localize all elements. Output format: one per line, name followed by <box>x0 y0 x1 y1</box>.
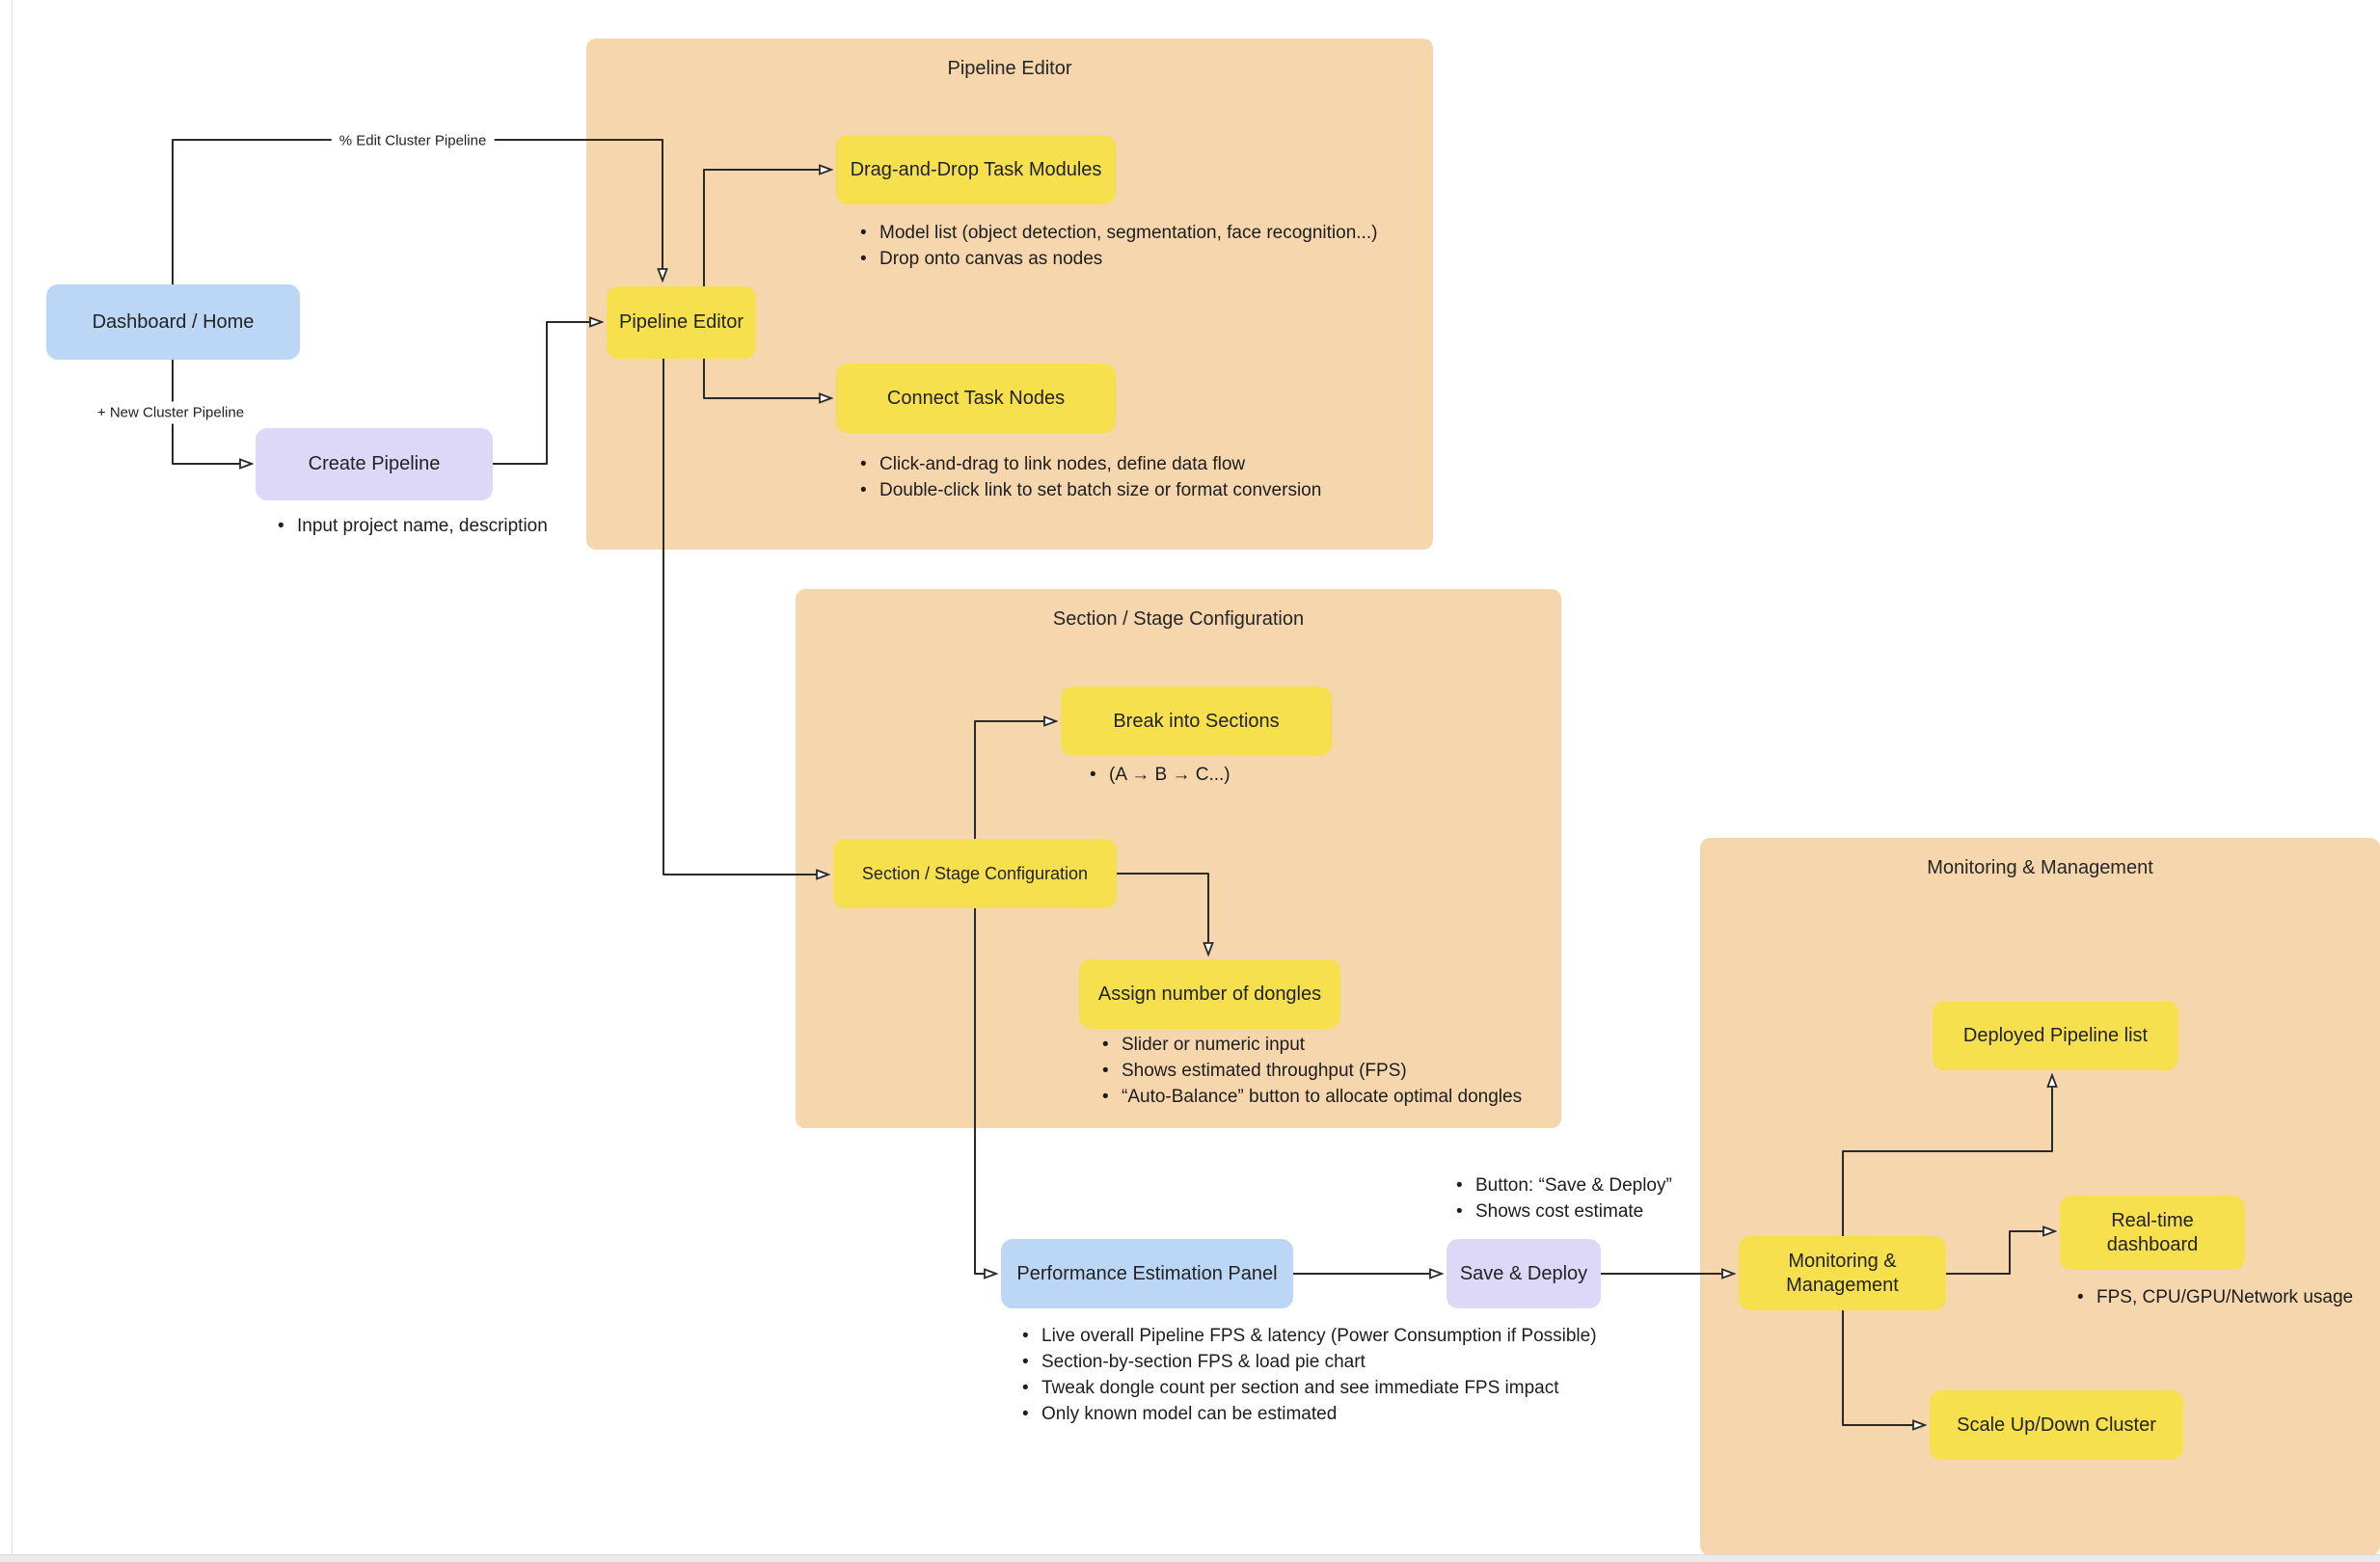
edge-section-config-to-assign-dongles <box>1117 873 1208 954</box>
node-deployed-pipeline-list[interactable]: Deployed Pipeline list <box>1933 1001 2178 1070</box>
notes-save-deploy: Button: “Save & Deploy” Shows cost estim… <box>1448 1172 1672 1225</box>
group-title-monitoring-management: Monitoring & Management <box>1927 857 2153 878</box>
notes-create-pipeline: Input project name, description <box>270 513 548 539</box>
note-item: “Auto-Balance” button to allocate optima… <box>1095 1084 1522 1110</box>
group-title-section-stage-configuration: Section / Stage Configuration <box>1052 608 1305 630</box>
node-performance-estimation-panel[interactable]: Performance Estimation Panel <box>1001 1239 1293 1308</box>
note-item: FPS, CPU/GPU/Network usage <box>2069 1284 2353 1310</box>
notes-connect-task-nodes: Click-and-drag to link nodes, define dat… <box>852 451 1321 503</box>
node-drag-and-drop-task-modules[interactable]: Drag-and-Drop Task Modules <box>836 135 1116 204</box>
edge-monitoring-to-deployed-list <box>1842 1076 2052 1236</box>
note-item: Shows cost estimate <box>1448 1198 1672 1225</box>
notes-break-into-sections: (A → B → C...) <box>1082 762 1231 788</box>
node-pipeline-editor[interactable]: Pipeline Editor <box>607 286 756 359</box>
node-monitoring-management[interactable]: Monitoring & Management <box>1739 1236 1946 1310</box>
note-item: Shows estimated throughput (FPS) <box>1095 1058 1522 1084</box>
note-item: Button: “Save & Deploy” <box>1448 1172 1672 1198</box>
node-real-time-dashboard[interactable]: Real-time dashboard <box>2060 1196 2245 1270</box>
edge-pipeline-editor-to-connect-nodes <box>703 359 830 398</box>
edge-dashboard-to-create-pipeline <box>172 360 251 464</box>
group-title-pipeline-editor: Pipeline Editor <box>947 58 1072 79</box>
edge-dashboard-to-pipeline-editor-top <box>172 139 663 284</box>
note-item: Model list (object detection, segmentati… <box>852 220 1377 246</box>
note-item: Only known model can be estimated <box>1014 1401 1597 1427</box>
notes-performance-estimation: Live overall Pipeline FPS & latency (Pow… <box>1014 1323 1597 1427</box>
note-item: (A → B → C...) <box>1082 762 1231 788</box>
node-save-and-deploy[interactable]: Save & Deploy <box>1447 1239 1601 1308</box>
notes-assign-dongles: Slider or numeric input Shows estimated … <box>1095 1032 1522 1110</box>
node-break-into-sections[interactable]: Break into Sections <box>1061 687 1332 756</box>
node-section-stage-configuration[interactable]: Section / Stage Configuration <box>833 839 1117 908</box>
node-assign-number-of-dongles[interactable]: Assign number of dongles <box>1079 959 1340 1029</box>
edge-section-config-to-perf-panel <box>974 908 995 1274</box>
note-item: Double-click link to set batch size or f… <box>852 477 1321 503</box>
note-item: Input project name, description <box>270 513 548 539</box>
node-create-pipeline[interactable]: Create Pipeline <box>256 428 493 500</box>
edge-section-config-to-break-sections <box>974 721 1055 839</box>
note-item: Tweak dongle count per section and see i… <box>1014 1375 1597 1401</box>
note-item: Live overall Pipeline FPS & latency (Pow… <box>1014 1323 1597 1349</box>
edge-monitoring-to-realtime-dashboard <box>1946 1231 2054 1275</box>
node-connect-task-nodes[interactable]: Connect Task Nodes <box>836 364 1116 433</box>
edge-pipeline-editor-to-drag-drop <box>703 170 830 286</box>
note-item: Section-by-section FPS & load pie chart <box>1014 1349 1597 1375</box>
note-item: Drop onto canvas as nodes <box>852 246 1377 272</box>
node-scale-up-down-cluster[interactable]: Scale Up/Down Cluster <box>1930 1390 2183 1460</box>
edge-label-edit-cluster-pipeline: % Edit Cluster Pipeline <box>331 129 495 152</box>
edge-monitoring-to-scale-cluster <box>1842 1310 1924 1425</box>
edge-pipeline-editor-to-section-config <box>663 359 827 875</box>
notes-realtime-dashboard: FPS, CPU/GPU/Network usage <box>2069 1284 2353 1310</box>
note-item: Slider or numeric input <box>1095 1032 1522 1058</box>
canvas-left-edge-line <box>12 0 13 1554</box>
note-item: Click-and-drag to link nodes, define dat… <box>852 451 1321 477</box>
horizontal-scrollbar-track <box>0 1554 2380 1562</box>
node-dashboard-home[interactable]: Dashboard / Home <box>46 284 300 360</box>
edge-label-new-cluster-pipeline: + New Cluster Pipeline <box>89 401 253 424</box>
edge-create-pipeline-to-pipeline-editor <box>493 322 601 465</box>
notes-drag-drop: Model list (object detection, segmentati… <box>852 220 1377 272</box>
